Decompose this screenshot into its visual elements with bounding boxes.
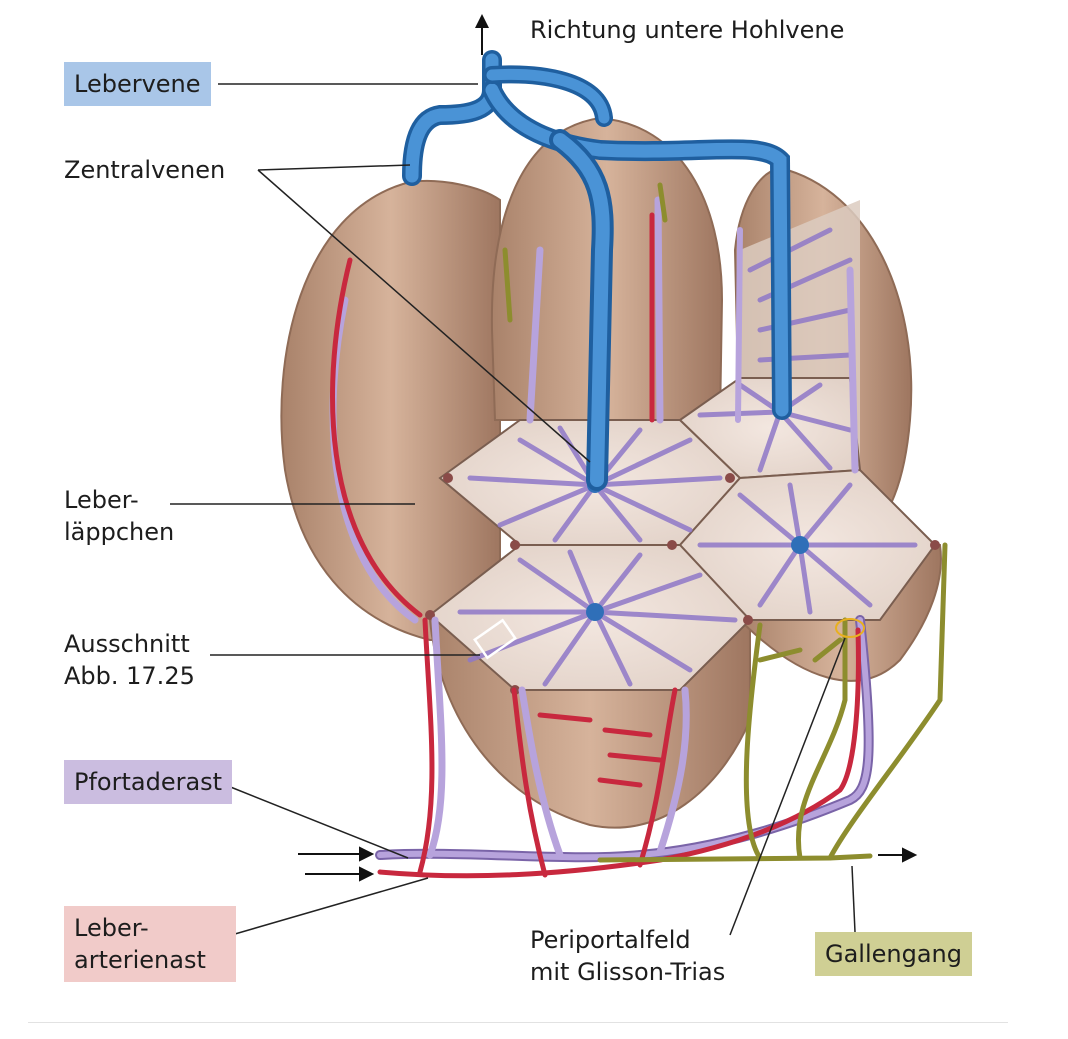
excerpt-marker: [473, 618, 517, 660]
pfortaderast-label: Pfortaderast: [64, 760, 233, 804]
inflow-arrows-icon: [298, 846, 375, 882]
lebervene-label: Lebervene: [64, 62, 211, 106]
sinusoid-pattern: [457, 227, 918, 687]
ausschnitt-line-2: Abb. 17.25: [64, 662, 195, 690]
lobule-back-left: [280, 179, 501, 641]
leberlaeppchen-label: Leber- läppchen: [64, 484, 174, 548]
hepatic-vein: [402, 50, 792, 491]
portal-triad-dots: [425, 473, 940, 695]
leberarterienast-line-2: arterienast: [74, 946, 206, 974]
hepatic-artery-branches: [330, 212, 861, 879]
periportalfeld-label: Periportalfeld mit Glisson-Trias: [530, 924, 725, 988]
ausschnitt-label: Ausschnitt Abb. 17.25: [64, 628, 195, 692]
periportalfeld-line-1: Periportalfeld: [530, 926, 691, 954]
arrow-up-icon: [475, 14, 489, 55]
periportal-marker: [835, 618, 865, 638]
ausschnitt-line-1: Ausschnitt: [64, 630, 190, 658]
leberarterienast-label: Leber- arterienast: [64, 906, 236, 982]
leberarterienast-line-1: Leber-: [74, 914, 149, 942]
periportalfeld-line-2: mit Glisson-Trias: [530, 958, 726, 986]
leader-lines: [170, 83, 856, 937]
leberlaeppchen-line-2: läppchen: [64, 518, 175, 546]
bottom-divider: [28, 1022, 1008, 1023]
top-direction-label: Richtung untere Hohlvene: [530, 16, 845, 44]
zentralvenen-label: Zentralvenen: [64, 156, 226, 184]
outflow-arrow-icon: [878, 847, 918, 863]
leberlaeppchen-line-1: Leber-: [64, 486, 139, 514]
bile-duct: [502, 182, 948, 863]
gallengang-label: Gallengang: [815, 932, 973, 976]
portal-vein-branches: [329, 196, 874, 863]
